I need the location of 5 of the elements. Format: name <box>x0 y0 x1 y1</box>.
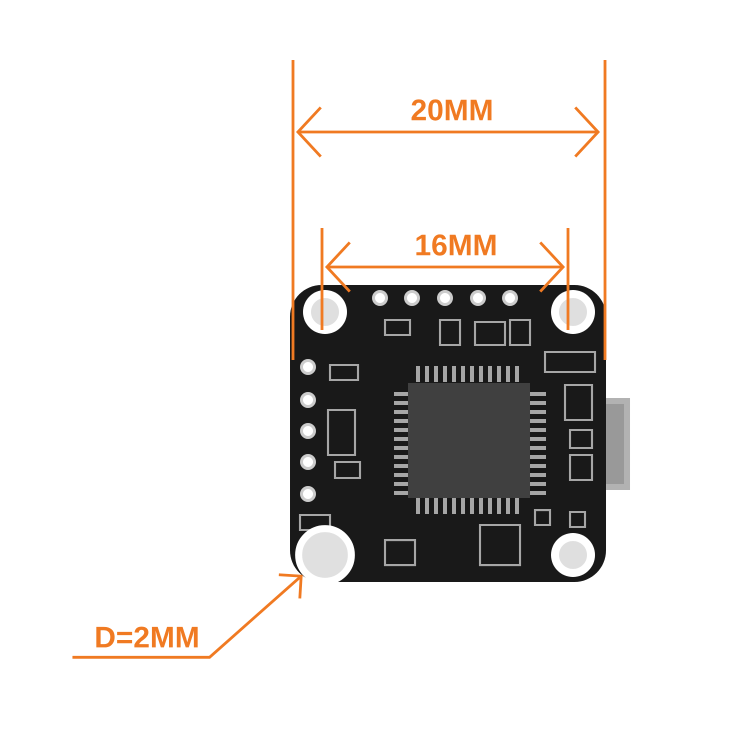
mounting-hole <box>295 525 355 585</box>
dimension-label: 16MM <box>416 234 496 256</box>
leader-line <box>72 573 303 659</box>
dimension-label: 20MM <box>412 99 492 121</box>
dimension-label: D=2MM <box>96 626 198 648</box>
